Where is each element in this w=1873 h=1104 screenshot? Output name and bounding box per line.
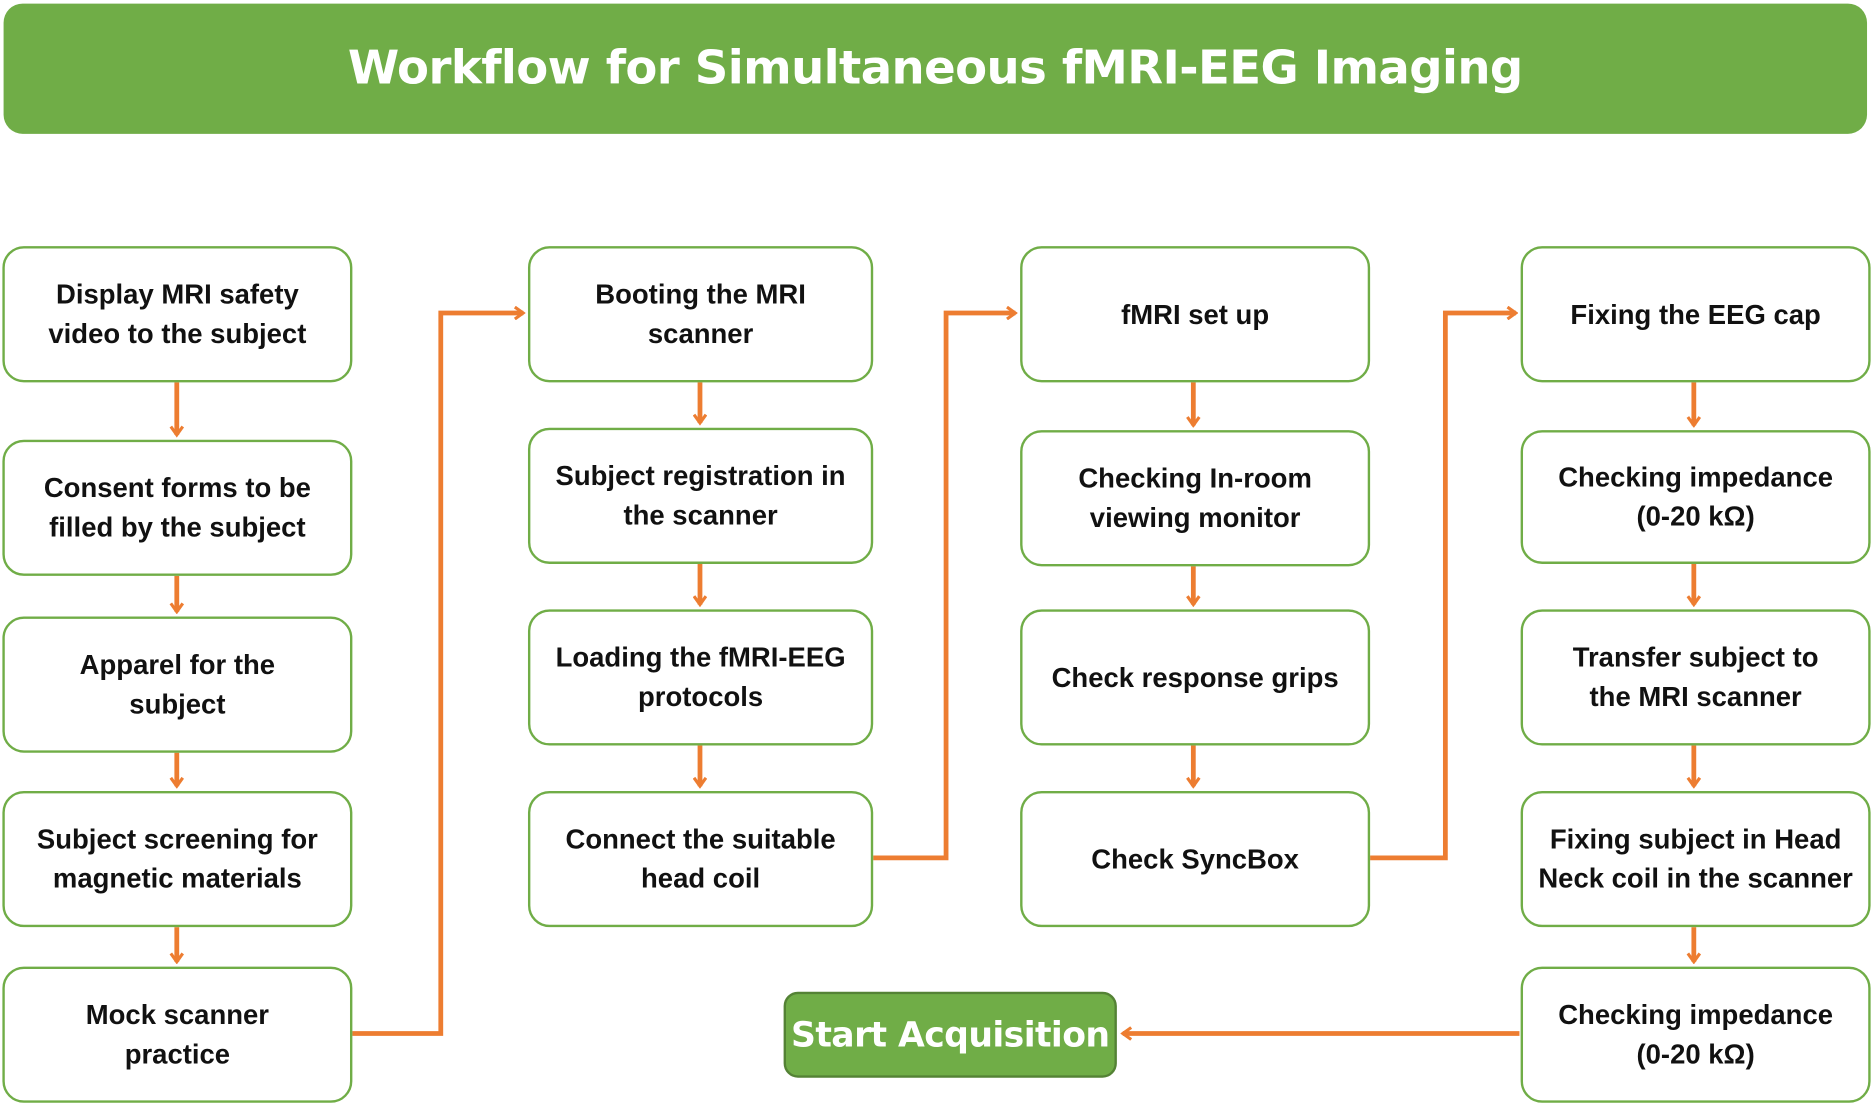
step-checking-impedance-2: Checking impedance (0-20 kΩ) [1520,966,1871,1103]
step-label: Checking In-room viewing monitor [1078,462,1312,533]
step-check-syncbox: Check SyncBox [1020,790,1371,928]
step-label: Mock scanner practice [85,998,270,1070]
step-label: Check SyncBox [1091,842,1299,875]
step-consent-forms: Consent forms to be filled by the subjec… [2,439,353,576]
step-subject-registration: Subject registration in the scanner [527,427,874,564]
step-label: Checking impedance (0-20 kΩ) [1558,461,1834,532]
step-label: Checking impedance (0-20 kΩ) [1558,998,1834,1070]
step-label: Connect the suitable head coil [565,823,836,894]
start-acquisition-label: Start Acquisition [790,1014,1110,1056]
step-checking-impedance-1: Checking impedance (0-20 kΩ) [1520,430,1871,564]
step-label: Booting the MRI scanner [595,278,806,349]
arrow-c3-to-c4 [1370,313,1516,861]
step-viewing-monitor: Checking In-room viewing monitor [1020,430,1371,567]
step-label: fMRI set up [1121,298,1270,330]
start-acquisition-node: Start Acquisition [783,991,1117,1078]
step-loading-protocols: Loading the fMRI-EEG protocols [527,609,874,746]
step-mock-scanner: Mock scanner practice [2,966,353,1103]
step-label: Subject registration in the scanner [555,460,846,531]
step-subject-screening: Subject screening for magnetic materials [2,790,353,928]
step-label: Fixing the EEG cap [1570,298,1821,330]
step-label: Check response grips [1051,661,1339,693]
step-fmri-setup: fMRI set up [1020,246,1371,383]
step-transfer-subject: Transfer subject to the MRI scanner [1520,609,1871,746]
step-label: Display MRI safety video to the subject [48,278,307,349]
step-fixing-eeg-cap: Fixing the EEG cap [1520,246,1871,383]
step-fixing-head-neck-coil: Fixing subject in Head Neck coil in the … [1520,790,1871,928]
step-label: Subject screening for magnetic materials [36,823,318,894]
step-response-grips: Check response grips [1020,609,1371,746]
step-label: Transfer subject to the MRI scanner [1572,641,1819,713]
step-label: Fixing subject in Head Neck coil in the … [1538,823,1853,894]
step-booting-mri: Booting the MRI scanner [527,246,874,383]
step-label: Consent forms to be filled by the subjec… [43,471,311,543]
arrow-c2-to-c3 [873,313,1015,861]
diagram-title: Workflow for Simultaneous fMRI-EEG Imagi… [347,41,1523,96]
step-label: Apparel for the subject [79,648,276,720]
step-display-safety-video: Display MRI safety video to the subject [2,246,353,383]
step-connect-head-coil: Connect the suitable head coil [527,790,874,928]
title-banner: Workflow for Simultaneous fMRI-EEG Imagi… [3,3,1868,134]
step-apparel: Apparel for the subject [2,616,353,753]
step-label: Loading the fMRI-EEG protocols [555,641,846,713]
arrow-c1-to-c2 [352,313,523,1036]
